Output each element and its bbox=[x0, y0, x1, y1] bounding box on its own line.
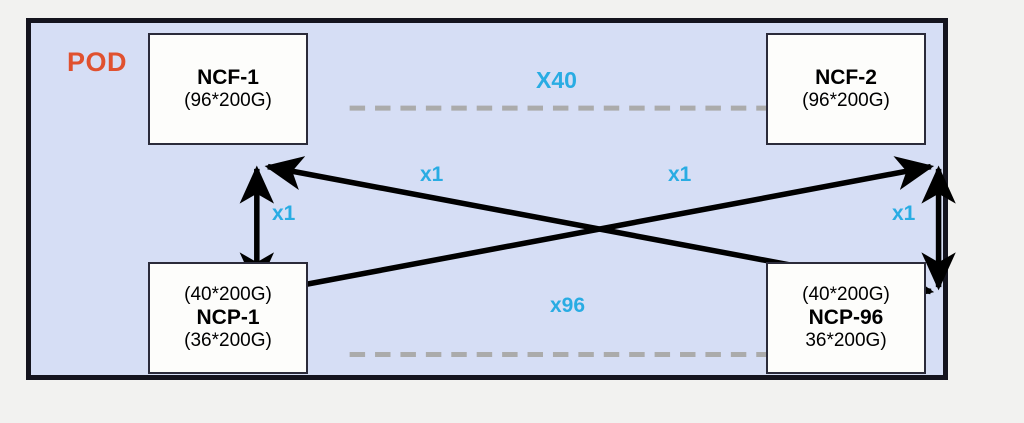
link-label-ncf2-ncp1: x1 bbox=[668, 163, 692, 186]
node-ncf-2-line-2: (96*200G) bbox=[802, 90, 890, 112]
link-label-ncf1-ncp96: x1 bbox=[420, 163, 444, 186]
node-ncf-2[interactable]: NCF-2 (96*200G) bbox=[766, 33, 926, 145]
node-ncf-1-line-2: (96*200G) bbox=[184, 90, 272, 112]
link-label-ncf1-ncf2: X40 bbox=[536, 67, 577, 93]
node-ncp-96[interactable]: (40*200G) NCP-96 36*200G) bbox=[766, 262, 926, 374]
pod-label: POD bbox=[67, 47, 128, 77]
node-ncp-96-line-3: 36*200G) bbox=[805, 330, 887, 352]
node-ncp-1-line-3: (36*200G) bbox=[184, 330, 272, 352]
link-label-ncp1-ncp96: x96 bbox=[550, 294, 586, 317]
node-ncp-1-line-1: (40*200G) bbox=[184, 283, 272, 305]
node-ncp-96-line-1: (40*200G) bbox=[802, 283, 890, 305]
link-label-ncf1-ncp1: x1 bbox=[272, 202, 296, 225]
node-ncp-1-line-2: NCP-1 bbox=[196, 305, 260, 329]
node-ncf-1-line-1: NCF-1 bbox=[197, 65, 259, 89]
node-ncf-1[interactable]: NCF-1 (96*200G) bbox=[148, 33, 308, 145]
node-ncp-1[interactable]: (40*200G) NCP-1 (36*200G) bbox=[148, 262, 308, 374]
diagram-canvas: POD X40 x96 x1 x1 x1 bbox=[26, 18, 956, 380]
node-ncf-2-line-1: NCF-2 bbox=[815, 65, 877, 89]
link-label-ncf2-ncp96: x1 bbox=[892, 202, 916, 225]
node-ncp-96-line-2: NCP-96 bbox=[808, 305, 884, 329]
